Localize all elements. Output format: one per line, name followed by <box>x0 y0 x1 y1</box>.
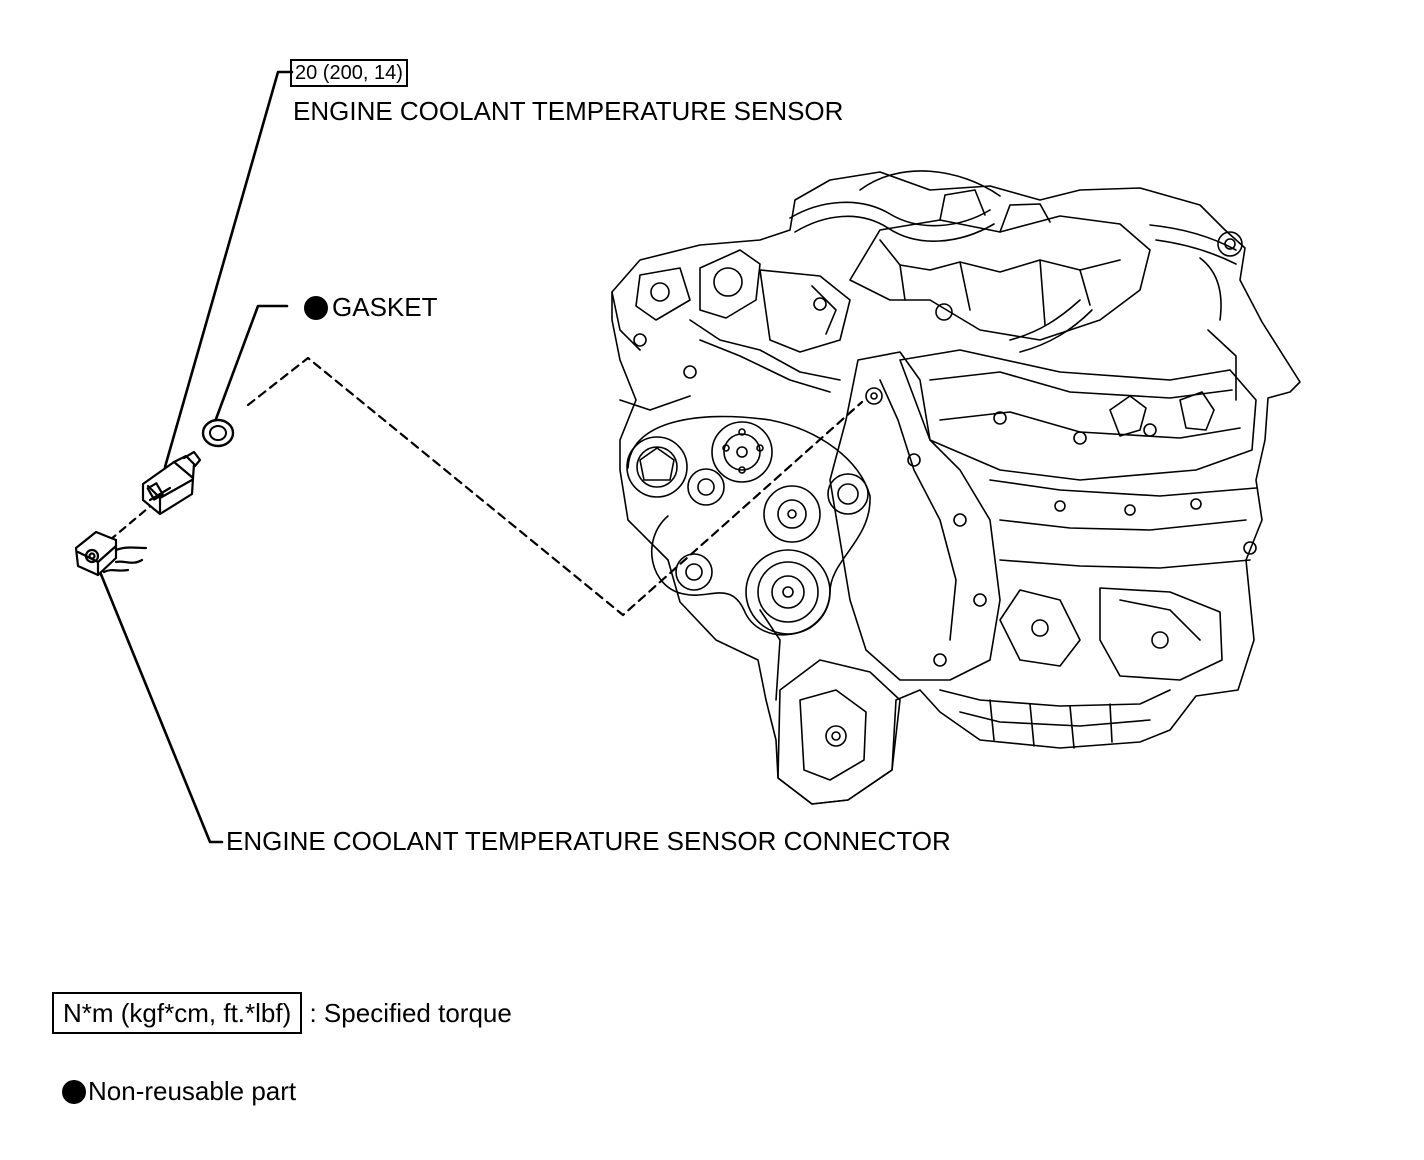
legend-nonreusable-row: Non-reusable part <box>62 1076 296 1106</box>
gasket-label-group: GASKET <box>304 292 437 322</box>
legend-nonreusable-desc: Non-reusable part <box>88 1076 297 1106</box>
engine-line-drawing <box>611 170 1301 805</box>
install-dashed-line <box>246 356 864 617</box>
filled-circle-icon <box>62 1080 86 1104</box>
legend-torque-unit: N*m (kgf*cm, ft.*lbf) <box>52 992 303 1034</box>
connector-leader-line <box>94 560 224 844</box>
sensor-leader-line <box>163 70 294 469</box>
temperature-sensor-drawing <box>141 450 202 516</box>
connector-plug-drawing <box>74 530 148 577</box>
torque-spec-value: 20 (200, 14) <box>295 62 403 84</box>
torque-spec-box: 20 (200, 14) <box>290 59 408 87</box>
gasket-leader-line <box>214 304 289 421</box>
filled-circle-icon <box>304 296 328 320</box>
connector-label: ENGINE COOLANT TEMPERATURE SENSOR CONNEC… <box>226 826 951 856</box>
gasket-label: GASKET <box>332 292 438 322</box>
legend-torque-desc: : Specified torque <box>309 998 512 1028</box>
legend-torque-row: N*m (kgf*cm, ft.*lbf) : Specified torque <box>52 992 512 1034</box>
sensor-label: ENGINE COOLANT TEMPERATURE SENSOR <box>293 96 844 126</box>
gasket-ring-drawing <box>201 418 235 448</box>
